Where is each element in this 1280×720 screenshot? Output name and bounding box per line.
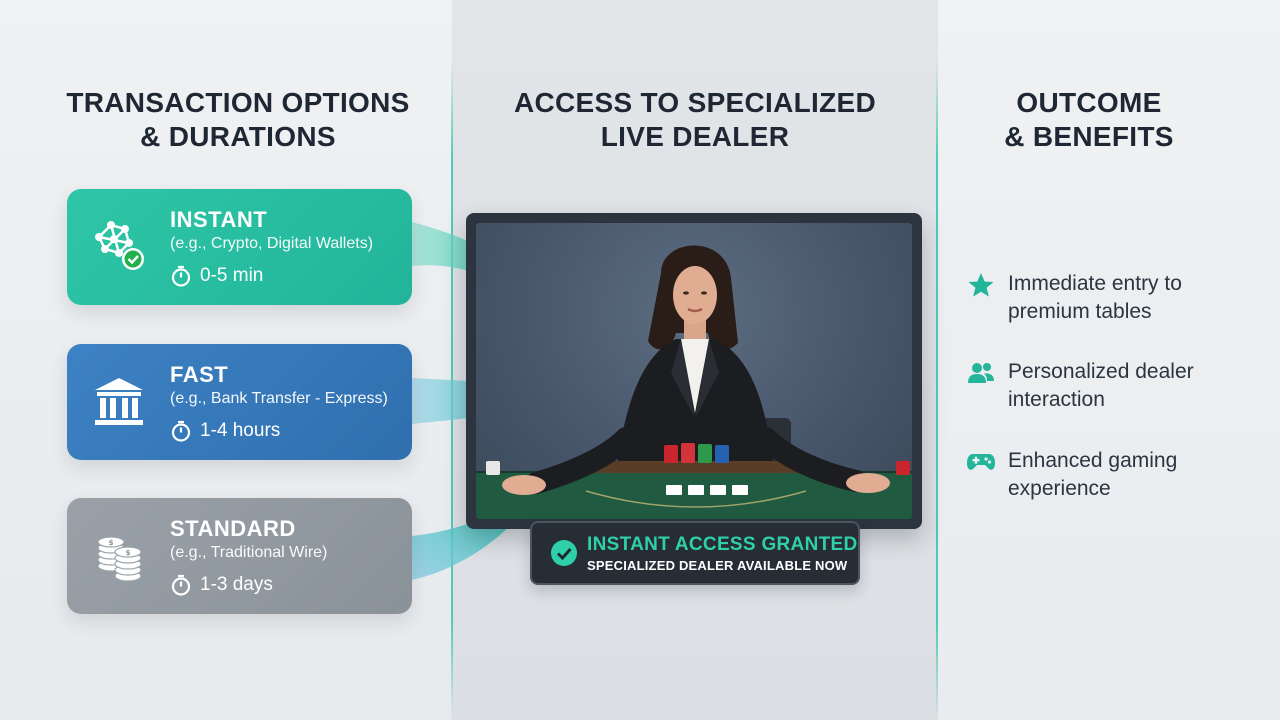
option-card-standard[interactable]: $ $ STANDARD (e.g., Traditional Wire) 1-… <box>67 498 412 614</box>
live-dealer-title: ACCESS TO SPECIALIZED LIVE DEALER <box>513 87 877 152</box>
option-subtitle: (e.g., Crypto, Digital Wallets) <box>170 235 374 252</box>
dealer-monitor <box>466 213 922 529</box>
stopwatch-icon <box>171 574 191 596</box>
option-duration-text: 1-3 days <box>200 574 273 595</box>
option-duration: 1-3 days <box>170 574 273 596</box>
coins-icon: $ $ <box>97 536 142 582</box>
right-column <box>938 0 1280 720</box>
check-circle-icon <box>551 540 577 566</box>
benefit-text: Immediate entry to premium tables <box>1008 272 1182 323</box>
option-card-fast[interactable]: FAST (e.g., Bank Transfer - Express) 1-4… <box>67 344 412 460</box>
benefit-text: Personalized dealer interaction <box>1008 360 1194 411</box>
option-duration-text: 0-5 min <box>200 265 264 286</box>
option-duration-text: 1-4 hours <box>200 420 281 441</box>
option-duration: 1-4 hours <box>170 420 280 442</box>
transaction-options-title: TRANSACTION OPTIONS & DURATIONS <box>66 87 410 152</box>
option-subtitle: (e.g., Traditional Wire) <box>170 544 328 561</box>
stopwatch-icon <box>171 420 191 442</box>
outcome-benefits-title: OUTCOME & BENEFITS <box>1004 87 1174 152</box>
dealer-illustration <box>476 245 912 519</box>
option-title: FAST <box>170 362 229 387</box>
option-title: STANDARD <box>170 516 296 541</box>
svg-text:$: $ <box>109 539 114 547</box>
live-dealer-video[interactable] <box>476 223 912 519</box>
option-subtitle: (e.g., Bank Transfer - Express) <box>170 390 388 407</box>
instant-access-badge: INSTANT ACCESS GRANTED SPECIALIZED DEALE… <box>530 521 860 585</box>
network-check-icon <box>95 221 144 270</box>
bank-icon <box>95 378 143 425</box>
option-title: INSTANT <box>170 207 268 232</box>
column-divider <box>451 60 453 720</box>
users-icon <box>968 363 994 383</box>
gamepad-icon <box>967 454 995 470</box>
option-duration: 0-5 min <box>170 265 263 287</box>
stopwatch-icon <box>171 265 191 287</box>
svg-text:$: $ <box>126 549 131 557</box>
star-icon <box>968 273 994 297</box>
benefit-text: Enhanced gaming experience <box>1008 449 1178 500</box>
option-card-instant[interactable]: INSTANT (e.g., Crypto, Digital Wallets) … <box>67 189 412 305</box>
status-title: INSTANT ACCESS GRANTED <box>587 534 858 555</box>
column-divider <box>936 60 938 720</box>
status-subtitle: SPECIALIZED DEALER AVAILABLE NOW <box>587 558 848 573</box>
